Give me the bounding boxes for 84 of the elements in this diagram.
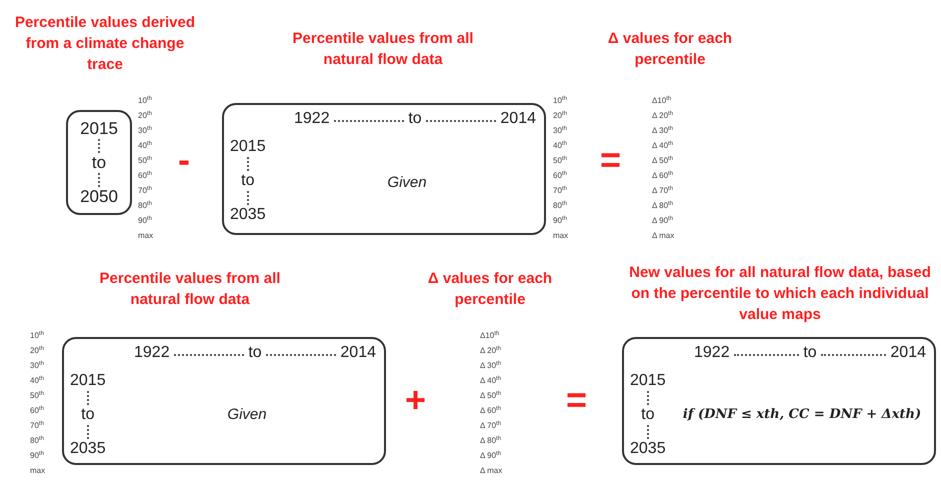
operator-sign: + xyxy=(405,380,426,420)
percentile-label: 50$^{th}$ xyxy=(30,390,45,402)
percentile-label: Δ 80$^{th}$ xyxy=(480,434,502,447)
range-text: to xyxy=(81,405,94,425)
year-text: 1922 xyxy=(134,343,170,363)
percentile-label: 20$^{th}$ xyxy=(138,110,153,122)
year-text: 2015 xyxy=(230,137,266,157)
percentile-label: 40$^{th}$ xyxy=(553,140,568,152)
percentile-label: Δ 70$^{th}$ xyxy=(480,420,502,432)
percentile-label: max xyxy=(138,230,154,242)
range-text: to xyxy=(241,171,254,191)
percentile-label: 30$^{th}$ xyxy=(553,124,568,137)
year-text: 2014 xyxy=(340,343,376,363)
heading: New values for all natural flow data, based on the percentile to which each individual value maps xyxy=(628,263,932,325)
percentile-label: Δ 50$^{th}$ xyxy=(480,390,502,402)
percentile-label: Δ 30$^{th}$ xyxy=(480,360,502,372)
percentile-label: Δ 30$^{th}$ xyxy=(652,124,674,137)
year-text: 1922 xyxy=(694,343,730,363)
percentile-label: max xyxy=(30,465,46,477)
percentile-label: Δ 90$^{th}$ xyxy=(652,214,674,227)
year-text: 2014 xyxy=(500,109,536,129)
operator-sign: = xyxy=(600,140,622,180)
percentile-label: 80$^{th}$ xyxy=(138,200,153,212)
heading: Percentile values from all natural flow data xyxy=(98,269,282,310)
percentile-label: Δ 20$^{th}$ xyxy=(652,110,674,122)
year-text: 1922 xyxy=(294,109,330,129)
percentile-label: Δ 40$^{th}$ xyxy=(652,140,674,152)
range-text: to xyxy=(408,109,422,129)
heading: Δ values for each percentile xyxy=(606,29,734,70)
operator-sign: = xyxy=(566,380,588,420)
percentile-label: 20$^{th}$ xyxy=(30,344,45,357)
year-text: 2015 xyxy=(630,371,666,391)
year-text: 2035 xyxy=(630,439,666,459)
heading: Δ values for each percentile xyxy=(426,269,554,310)
formula-text: if (DNF ≤ xth, CC = DNF + Δxth) xyxy=(682,406,922,424)
percentile-label: 80$^{th}$ xyxy=(30,434,45,447)
percentile-label: 60$^{th}$ xyxy=(138,170,153,182)
year-text: 2050 xyxy=(80,186,118,206)
percentile-label: Δ10$^{th}$ xyxy=(652,94,672,107)
range-text: to xyxy=(803,343,817,363)
percentile-label: 10$^{th}$ xyxy=(30,330,45,342)
percentile-label: 90$^{th}$ xyxy=(553,214,568,227)
percentile-label: 10$^{th}$ xyxy=(138,94,153,107)
percentile-label: Δ max xyxy=(652,230,674,242)
percentile-label: Δ 40$^{th}$ xyxy=(480,374,502,387)
year-text: 2035 xyxy=(70,439,106,459)
body-text: Given xyxy=(227,404,267,425)
percentile-label: 70$^{th}$ xyxy=(138,184,153,197)
percentile-label: 90$^{th}$ xyxy=(30,450,45,462)
percentile-label: 30$^{th}$ xyxy=(138,124,153,137)
heading: Percentile values from all natural flow data xyxy=(292,29,474,70)
percentile-label: max xyxy=(553,230,568,242)
range-text: to xyxy=(92,152,106,172)
percentile-label: 80$^{th}$ xyxy=(553,200,568,212)
percentile-label: 60$^{th}$ xyxy=(30,404,45,417)
percentile-label: 50$^{th}$ xyxy=(138,154,153,167)
year-text: 2015 xyxy=(80,118,118,138)
range-text: to xyxy=(641,405,654,425)
percentile-label: 60$^{th}$ xyxy=(553,170,568,182)
percentile-label: Δ 90$^{th}$ xyxy=(480,450,502,462)
percentile-label: Δ 60$^{th}$ xyxy=(480,404,502,417)
percentile-label: 70$^{th}$ xyxy=(553,184,568,197)
percentile-label: Δ10$^{th}$ xyxy=(480,330,500,342)
percentile-label: 40$^{th}$ xyxy=(30,374,45,387)
year-text: 2015 xyxy=(70,371,106,391)
percentile-label: Δ 60$^{th}$ xyxy=(652,170,674,182)
percentile-label: Δ 50$^{th}$ xyxy=(652,154,674,167)
operator-sign: - xyxy=(178,140,190,180)
percentile-label: 40$^{th}$ xyxy=(138,140,153,152)
percentile-label: 90$^{th}$ xyxy=(138,214,153,227)
percentile-label: Δ 80$^{th}$ xyxy=(652,200,674,212)
percentile-label: 70$^{th}$ xyxy=(30,420,45,432)
percentile-label: 20$^{th}$ xyxy=(553,110,568,122)
heading: Percentile values derived from a climate change trace xyxy=(14,13,196,75)
percentile-label: Δ 20$^{th}$ xyxy=(480,344,502,357)
year-text: 2014 xyxy=(890,343,926,363)
percentile-label: 30$^{th}$ xyxy=(30,360,45,372)
percentile-label: Δ 70$^{th}$ xyxy=(652,184,674,197)
year-text: 2035 xyxy=(230,205,266,225)
percentile-label: Δ max xyxy=(480,465,502,477)
percentile-label: 50$^{th}$ xyxy=(553,154,568,167)
body-text: Given xyxy=(387,172,427,193)
range-text: to xyxy=(248,343,262,363)
percentile-label: 10$^{th}$ xyxy=(553,94,568,107)
